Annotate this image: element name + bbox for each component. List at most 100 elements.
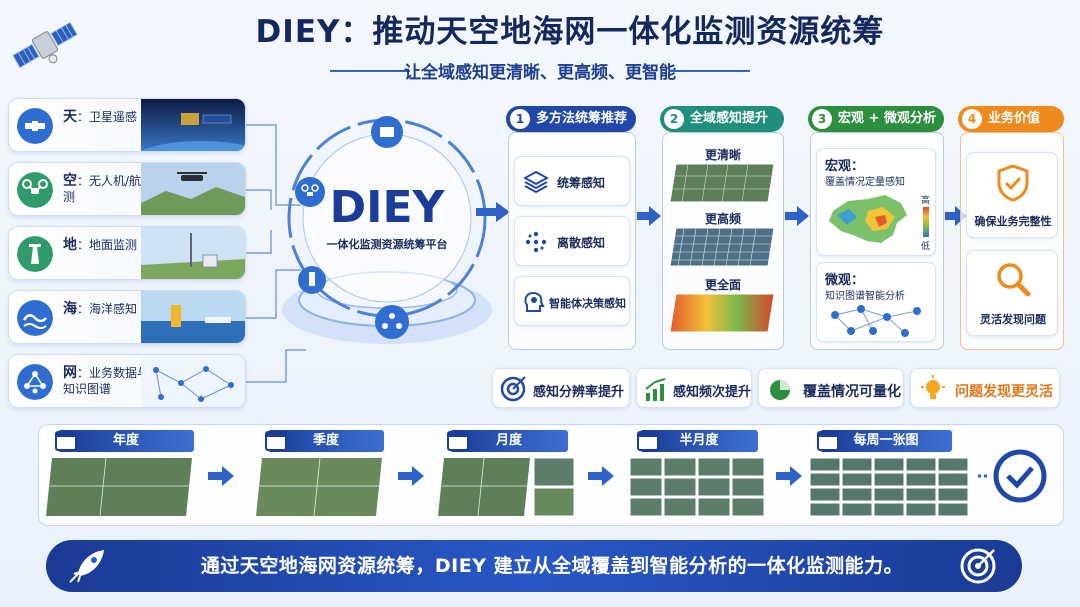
- arrow-right-icon: [637, 206, 661, 226]
- column-1-header: 1 多方法统筹推荐: [506, 106, 636, 132]
- macro-analysis-card: 宏观： 覆盖情况定量感知 高 低: [816, 148, 936, 256]
- calendar-icon: [55, 431, 77, 451]
- value-label: 灵活发现问题: [980, 313, 1046, 326]
- complete-coverage-tile: [669, 293, 775, 333]
- knowledge-graph-diagram: [831, 305, 921, 337]
- weekly-map-grid: [809, 457, 969, 517]
- tower-icon: [17, 236, 53, 272]
- brain-head-icon: [524, 291, 545, 312]
- bullseye-icon: [960, 548, 996, 584]
- timeline-label: 季度: [268, 430, 384, 452]
- monthly-map-tile: [438, 457, 575, 517]
- more-complete-label: 更全面: [704, 278, 741, 292]
- subtitle-line-left: [330, 70, 410, 72]
- shield-check-icon: [997, 164, 1029, 202]
- summary-banner: 通过天空地海网资源统筹，DIEY 建立从全域覆盖到智能分析的一体化监测能力。: [46, 540, 1022, 592]
- source-label: 业务数据与知识图谱: [63, 366, 150, 396]
- feature-label: 感知分辨率提升: [533, 385, 625, 400]
- arrow-right-icon: [776, 466, 802, 486]
- knowledge-graph-image: [141, 355, 245, 407]
- center-platform: DIEY 一体化监测资源统筹平台: [272, 100, 502, 360]
- network-icon: [17, 364, 53, 400]
- wave-icon: [17, 300, 53, 336]
- legend-low-label: 低: [921, 242, 931, 252]
- method-card-discrete: 离散感知: [514, 216, 630, 266]
- source-key: 天: [63, 109, 77, 125]
- source-key: 空: [63, 173, 77, 189]
- subtitle-line-right: [670, 70, 750, 72]
- source-item-network: 网：业务数据与知识图谱: [8, 354, 246, 408]
- lightbulb-icon: [921, 375, 945, 399]
- arrow-right-icon: [476, 202, 510, 222]
- method-card-agent: 智能体决策感知: [514, 276, 630, 326]
- summary-text: 通过天空地海网资源统筹，DIEY 建立从全域覆盖到智能分析的一体化监测能力。: [200, 555, 904, 577]
- target-icon: [500, 376, 526, 402]
- arrow-right-icon: [945, 206, 967, 226]
- method-label: 智能体决策感知: [549, 297, 626, 310]
- value-card-discovery: 灵活发现问题: [966, 250, 1058, 336]
- calendar-icon: [265, 431, 287, 451]
- timeline-step-quarterly: 季度: [256, 430, 384, 517]
- column-4-number: 4: [962, 109, 982, 129]
- value-label: 确保业务完整性: [974, 215, 1052, 228]
- clock-check-icon: [978, 449, 1047, 503]
- layers-icon: [523, 170, 549, 194]
- timeline-label: 半月度: [640, 430, 758, 452]
- feature-label: 覆盖情况可量化: [803, 384, 901, 400]
- arrow-right-icon: [588, 466, 614, 486]
- method-card-coordinated: 统筹感知: [514, 156, 630, 206]
- page-title: DIEY：推动天空地海网一体化监测资源统筹: [255, 14, 885, 50]
- column-4-header: 4 业务价值: [958, 106, 1064, 132]
- ocean-buoy-image: [141, 291, 245, 343]
- timeline-label: 每周一张图: [820, 430, 952, 452]
- column-3-title: 宏观 + 微观分析: [838, 111, 936, 126]
- calendar-icon: [637, 431, 659, 451]
- source-item-ground: 地：地面监测: [8, 226, 246, 280]
- source-label: 地面监测: [89, 238, 138, 252]
- column-3-header: 3 宏观 + 微观分析: [808, 106, 944, 132]
- micro-analysis-card: 微观： 知识图谱智能分析: [816, 262, 936, 342]
- feature-label: 问题发现更灵活: [955, 384, 1053, 400]
- semimonthly-map-grid: [629, 457, 765, 517]
- method-label: 统筹感知: [557, 176, 606, 190]
- platform-ring-graphic: [282, 116, 492, 344]
- magnifier-icon: [997, 263, 1031, 297]
- ground-station-image: [141, 227, 245, 279]
- feature-quantifiable: 覆盖情况可量化: [758, 368, 904, 408]
- source-item-sea: 海：海洋感知: [8, 290, 246, 344]
- annual-map-tile: [46, 457, 192, 517]
- frequent-imagery-tile: [669, 227, 775, 267]
- calendar-icon: [447, 431, 469, 451]
- column-2-number: 2: [664, 109, 684, 129]
- timeline-step-monthly: 月度: [438, 430, 578, 517]
- satellite-icon: [17, 108, 53, 144]
- legend-color-bar: [923, 207, 929, 237]
- column-4-title: 业务价值: [988, 111, 1041, 126]
- timeline-step-weekly: 每周一张图: [808, 430, 972, 517]
- bar-growth-icon: [645, 378, 666, 401]
- column-2-header: 2 全域感知提升: [660, 106, 784, 132]
- scatter-dots-icon: [525, 231, 547, 253]
- china-coverage-map: [829, 195, 907, 243]
- micro-description: 知识图谱智能分析: [825, 291, 905, 302]
- platform-name: DIEY: [329, 182, 445, 233]
- higher-freq-label: 更高频: [704, 212, 741, 226]
- space-satellite-image: [141, 99, 245, 151]
- arrow-right-icon: [398, 466, 424, 486]
- source-key: 地: [63, 237, 77, 253]
- column-3-number: 3: [812, 109, 832, 129]
- drone-icon: [17, 172, 53, 208]
- source-item-sky: 天：卫星遥感: [8, 98, 246, 152]
- page-subtitle: 让全域感知更清晰、更高频、更智能: [404, 63, 676, 83]
- feature-flexible: 问题发现更灵活: [910, 368, 1060, 408]
- arrow-right-icon: [785, 206, 809, 226]
- source-label: 海洋感知: [89, 302, 138, 316]
- macro-title: 宏观：: [825, 159, 865, 174]
- timeline-step-annual: 年度: [46, 430, 194, 517]
- column-1-title: 多方法统筹推荐: [536, 111, 628, 126]
- satellite-illustration-icon: [12, 21, 78, 69]
- feature-frequency: 感知频次提升: [636, 368, 752, 408]
- pie-chart-icon: [770, 380, 790, 400]
- source-key: 网: [63, 365, 77, 381]
- macro-description: 覆盖情况定量感知: [825, 177, 905, 188]
